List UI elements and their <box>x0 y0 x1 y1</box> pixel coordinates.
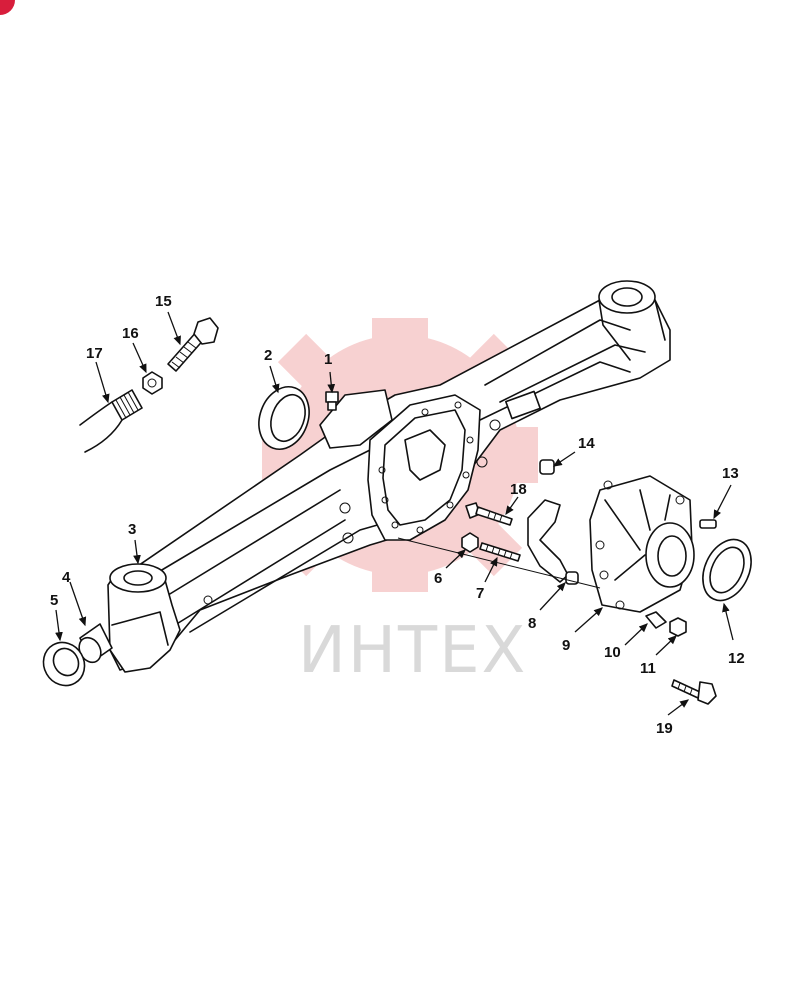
callout-12: 12 <box>728 650 745 667</box>
callout-10: 10 <box>604 644 621 661</box>
part-1-breather <box>325 391 339 411</box>
part-8-bracket <box>527 499 579 585</box>
callout-8: 8 <box>528 615 536 632</box>
assembly-line <box>397 537 601 589</box>
callout-17: 17 <box>86 345 103 362</box>
callout-16: 16 <box>122 325 139 342</box>
callout-13: 13 <box>722 465 739 482</box>
callout-15: 15 <box>155 293 172 310</box>
part-14-plug <box>539 459 555 475</box>
callout-1: 1 <box>324 351 332 368</box>
callout-6: 6 <box>434 570 442 587</box>
part-13-pin <box>699 519 717 529</box>
part-11-nut <box>669 617 687 637</box>
part-9-cover <box>589 475 695 613</box>
part-17-hose-fitting <box>79 389 143 453</box>
part-19-bolt <box>671 679 717 705</box>
callout-11: 11 <box>640 660 656 677</box>
watermark-text: ИНТЕХ <box>298 614 527 688</box>
axle-housing <box>107 280 671 673</box>
part-18-bolt <box>465 502 513 526</box>
corner-badge-icon <box>0 0 15 15</box>
callout-4: 4 <box>62 569 71 586</box>
callout-2: 2 <box>264 347 272 364</box>
leader-lines <box>55 311 734 716</box>
part-15-bolt <box>167 317 219 372</box>
callout-19: 19 <box>656 720 673 737</box>
part-6-nut <box>461 532 479 553</box>
callout-5: 5 <box>50 592 58 609</box>
part-7-stud <box>479 542 521 562</box>
part-10-fitting <box>645 611 667 629</box>
part-16-nut <box>142 371 163 395</box>
callout-7: 7 <box>476 585 484 602</box>
part-4-bushing <box>78 623 113 664</box>
callout-14: 14 <box>578 435 595 452</box>
part-12-seal <box>702 538 752 602</box>
part-5-seal <box>42 641 86 687</box>
callout-18: 18 <box>510 481 527 498</box>
part-2-seal <box>258 386 310 450</box>
callout-3: 3 <box>128 521 136 538</box>
callout-9: 9 <box>562 637 570 654</box>
